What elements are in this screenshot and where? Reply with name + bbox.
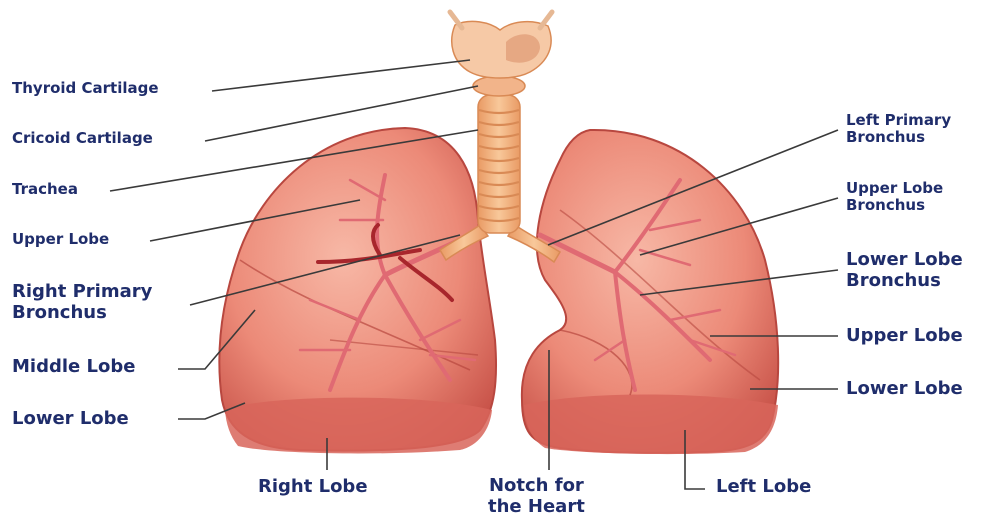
label-trachea: Trachea bbox=[12, 181, 78, 198]
label-lower-lobe-left: Lower Lobe bbox=[12, 409, 129, 430]
label-notch-for-heart: Notch for the Heart bbox=[488, 476, 585, 517]
label-thyroid-cartilage: Thyroid Cartilage bbox=[12, 80, 159, 97]
left-lung-base bbox=[524, 394, 778, 454]
label-upper-lobe-left: Upper Lobe bbox=[12, 231, 109, 248]
label-lower-lobe-right: Lower Lobe bbox=[846, 379, 963, 400]
label-upper-lobe-bronchus: Upper Lobe Bronchus bbox=[846, 180, 943, 215]
label-cricoid-cartilage: Cricoid Cartilage bbox=[12, 130, 153, 147]
label-right-lobe: Right Lobe bbox=[258, 477, 368, 498]
leader-thyroid bbox=[212, 60, 470, 91]
label-left-primary-bronchus: Left Primary Bronchus bbox=[846, 112, 951, 147]
label-upper-lobe-right: Upper Lobe bbox=[846, 326, 963, 347]
label-right-primary-bronchus: Right Primary Bronchus bbox=[12, 282, 152, 323]
right-lung-base bbox=[225, 398, 492, 454]
leader-cricoid bbox=[205, 86, 478, 141]
label-middle-lobe: Middle Lobe bbox=[12, 357, 135, 378]
trachea bbox=[478, 95, 520, 233]
label-left-lobe: Left Lobe bbox=[716, 477, 811, 498]
cricoid-cartilage bbox=[473, 76, 525, 96]
label-lower-lobe-bronchus: Lower Lobe Bronchus bbox=[846, 250, 963, 291]
